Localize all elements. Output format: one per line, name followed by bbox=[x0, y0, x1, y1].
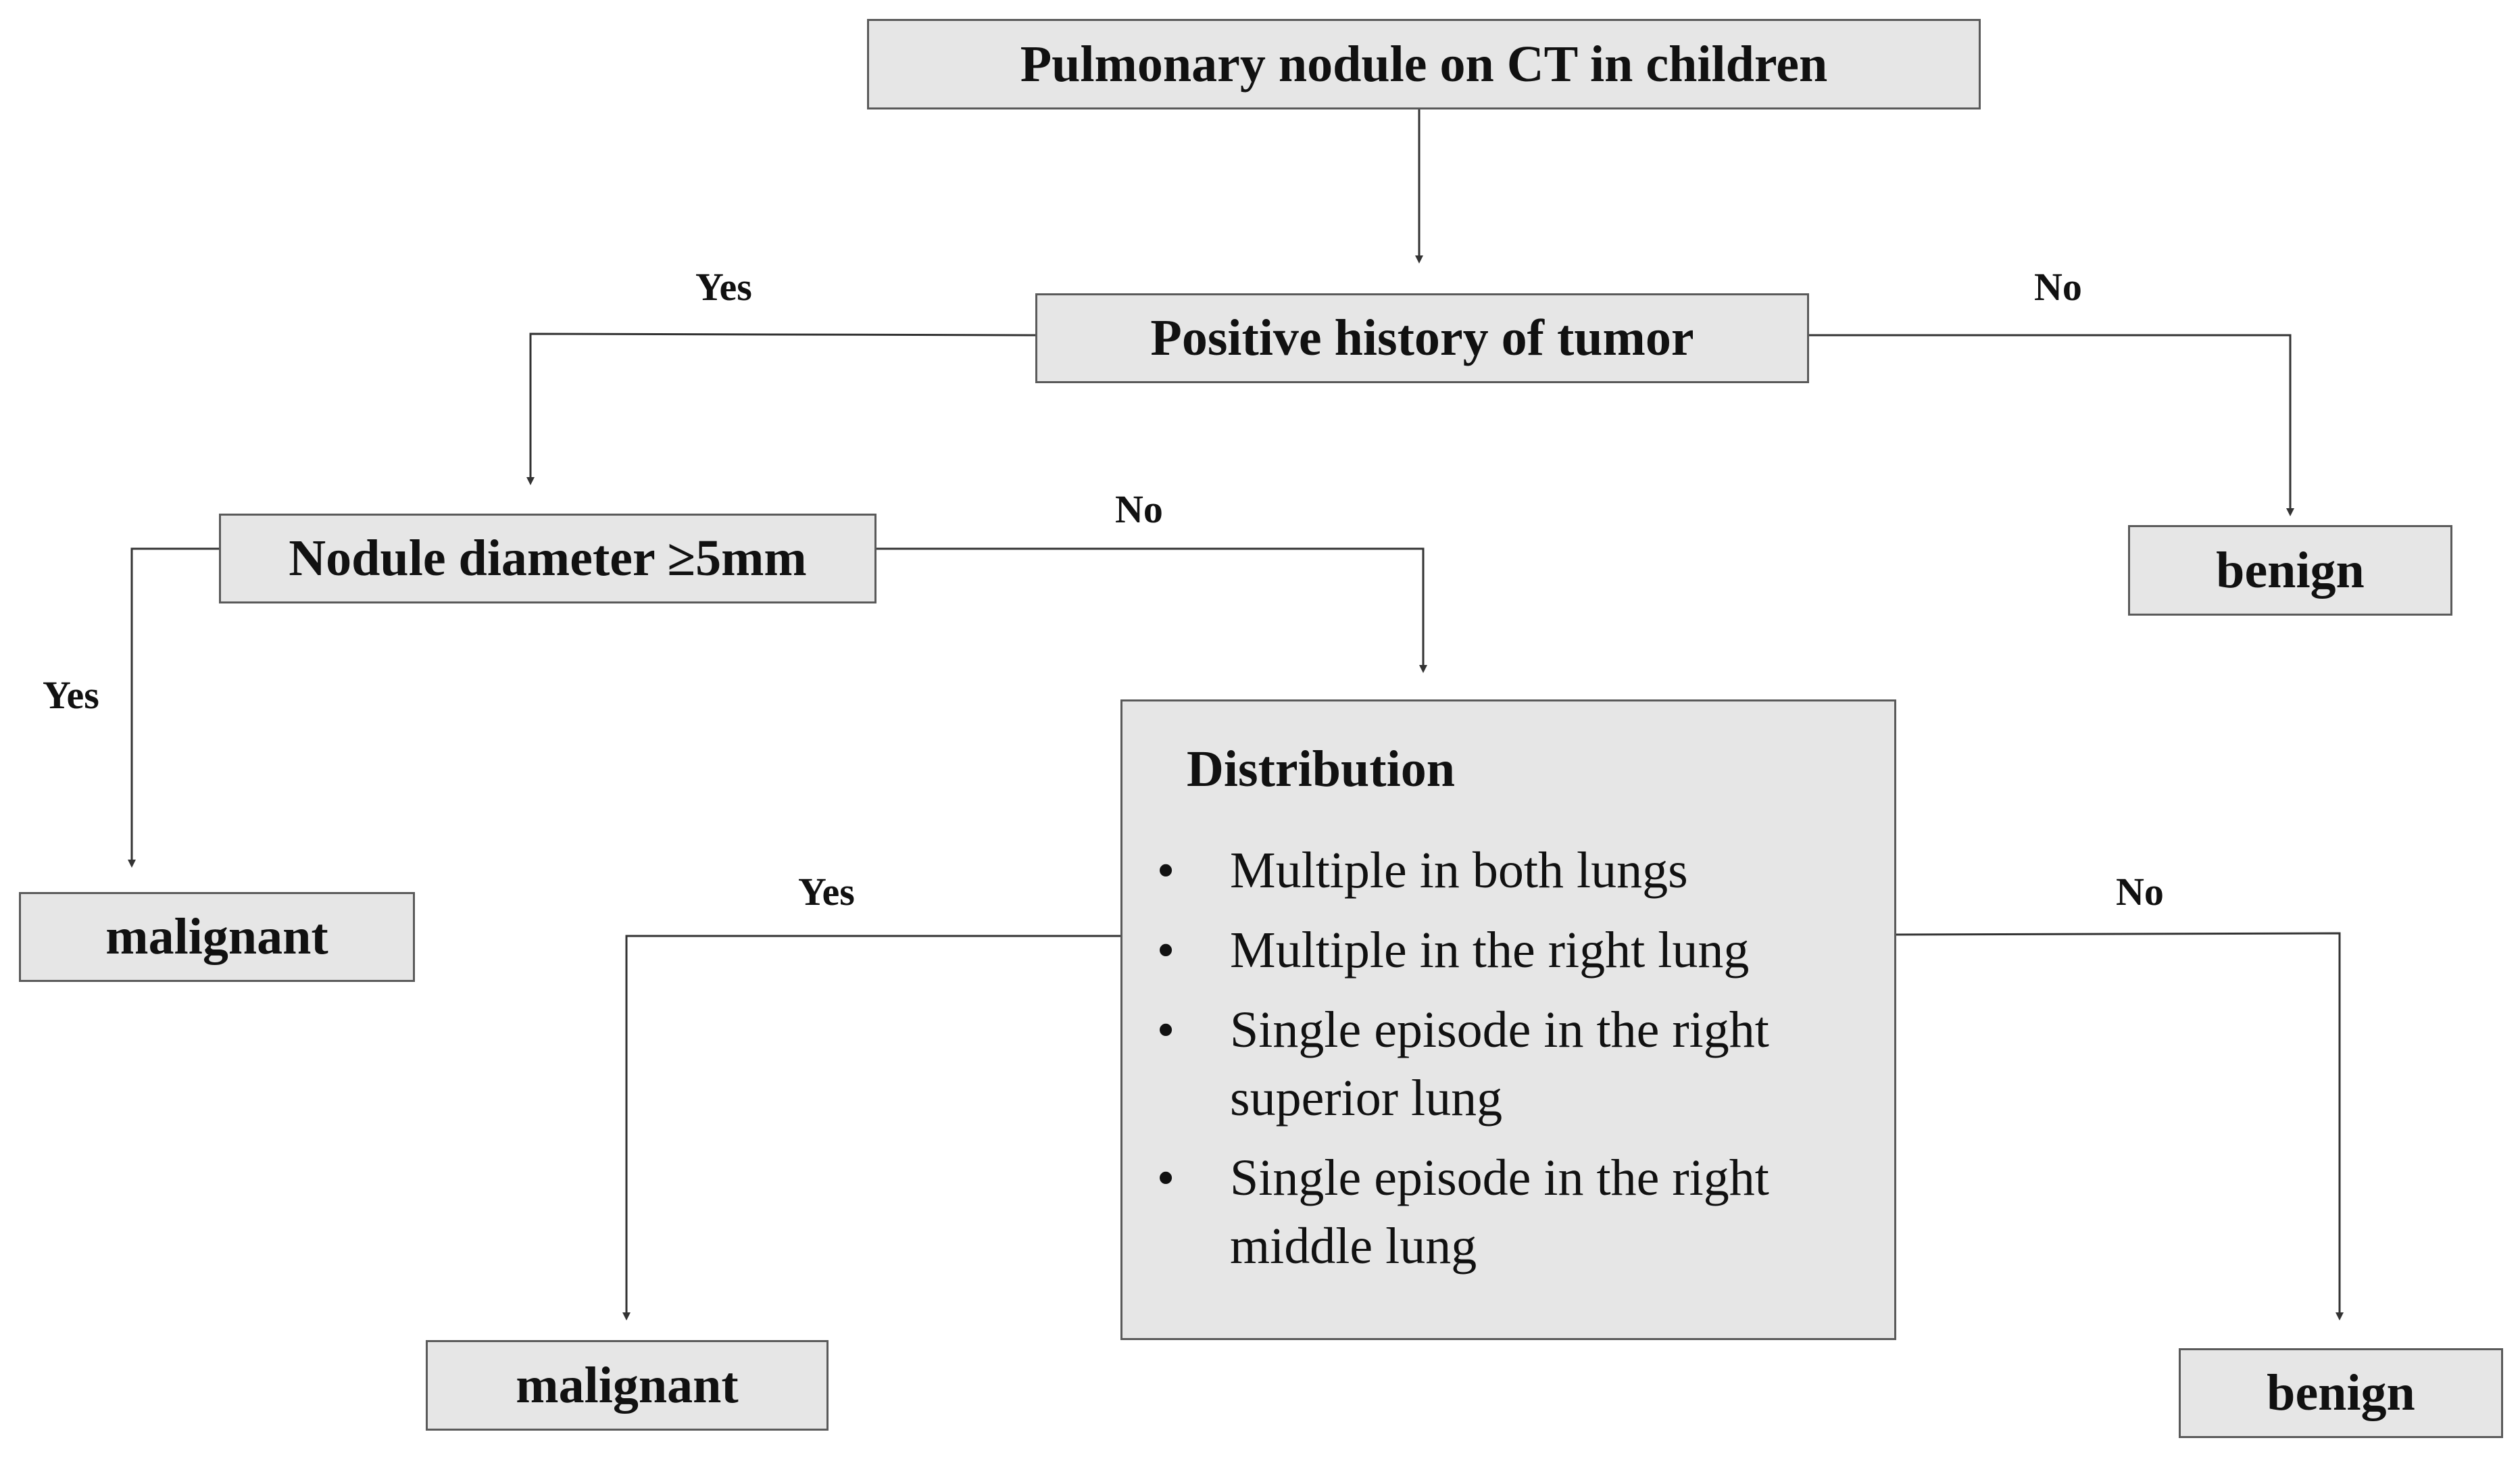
root-node-label: Pulmonary nodule on CT in children bbox=[1020, 35, 1828, 93]
edge-history-no bbox=[1809, 334, 2294, 516]
distribution-item-label: Single episode in the right superior lun… bbox=[1230, 1002, 1769, 1127]
bullet-icon: • bbox=[1156, 922, 1175, 979]
edge-diameter-no bbox=[876, 547, 1427, 673]
distribution-item-label: Multiple in the right lung bbox=[1230, 922, 1750, 979]
edge-history-yes bbox=[526, 332, 1036, 485]
history-node-label: Positive history of tumor bbox=[1150, 310, 1694, 366]
diameter-yes-label: Yes bbox=[43, 673, 99, 717]
distribution-item: • Multiple in the right lung bbox=[1145, 916, 1889, 985]
distribution-title: Distribution bbox=[1187, 741, 1455, 797]
distribution-item: • Single episode in the right superior l… bbox=[1145, 996, 1889, 1133]
distribution-item: • Multiple in both lungs bbox=[1145, 837, 1889, 905]
history-no-label: No bbox=[2034, 265, 2082, 309]
history-yes-label: Yes bbox=[695, 265, 752, 309]
benign-bottom-label: benign bbox=[2267, 1364, 2415, 1421]
malignant-left-node: malignant bbox=[19, 892, 415, 982]
distribution-item-label: Single episode in the right middle lung bbox=[1230, 1150, 1769, 1275]
distribution-yes-label: Yes bbox=[798, 870, 855, 914]
edge-diameter-yes bbox=[128, 547, 219, 868]
distribution-item: • Single episode in the right middle lun… bbox=[1145, 1144, 1889, 1281]
diameter-node-label: Nodule diameter ≥5mm bbox=[289, 530, 807, 587]
distribution-item-label: Multiple in both lungs bbox=[1230, 842, 1688, 899]
bullet-icon: • bbox=[1156, 1002, 1175, 1058]
diameter-no-label: No bbox=[1115, 487, 1163, 531]
benign-top-label: benign bbox=[2216, 541, 2365, 599]
edge-distribution-yes bbox=[622, 935, 1120, 1320]
edge-distribution-no bbox=[1896, 932, 2344, 1320]
benign-bottom-node: benign bbox=[2179, 1348, 2503, 1438]
distribution-list: • Multiple in both lungs • Multiple in t… bbox=[1145, 837, 1889, 1292]
history-node: Positive history of tumor bbox=[1035, 293, 1809, 383]
bullet-icon: • bbox=[1156, 1150, 1175, 1206]
malignant-left-label: malignant bbox=[105, 908, 328, 965]
malignant-bottom-label: malignant bbox=[516, 1356, 739, 1414]
root-node: Pulmonary nodule on CT in children bbox=[867, 19, 1981, 109]
benign-top-node: benign bbox=[2128, 525, 2452, 616]
distribution-node: Distribution • Multiple in both lungs • … bbox=[1120, 699, 1896, 1340]
bullet-icon: • bbox=[1156, 842, 1175, 899]
distribution-no-label: No bbox=[2116, 870, 2164, 914]
diameter-node: Nodule diameter ≥5mm bbox=[219, 514, 876, 603]
malignant-bottom-node: malignant bbox=[426, 1340, 829, 1431]
